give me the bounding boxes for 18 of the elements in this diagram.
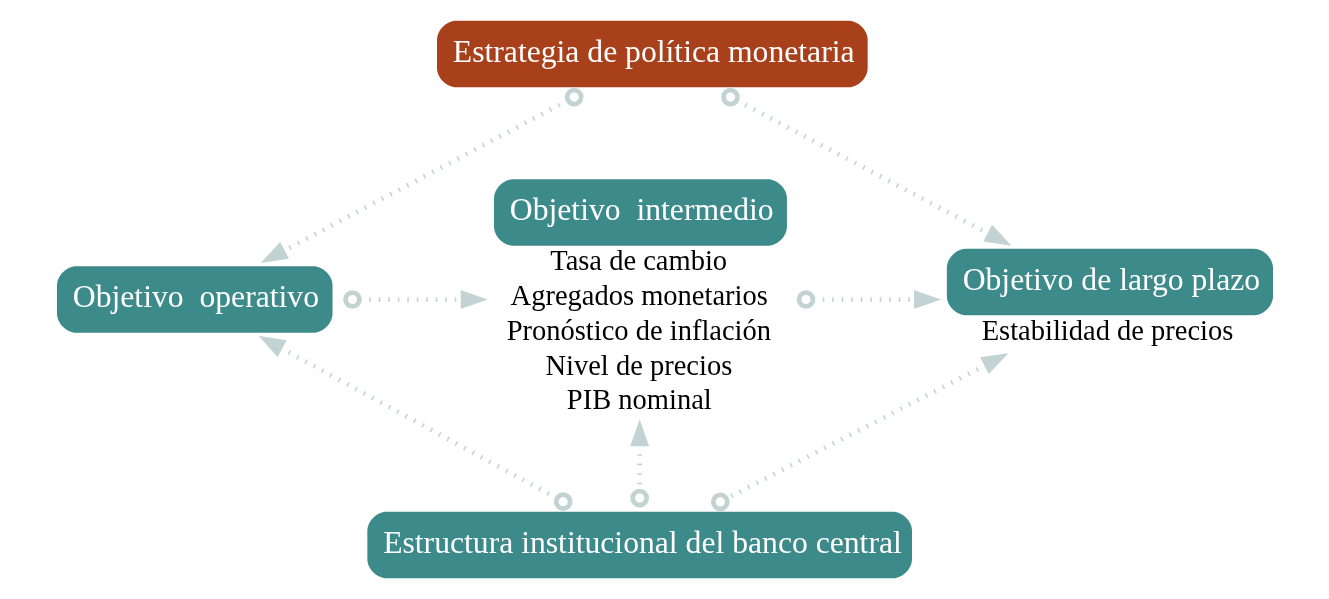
arrow [796, 290, 941, 309]
arrow [342, 290, 488, 309]
arrow [260, 87, 584, 263]
node-box: Objetivo intermedio [493, 179, 787, 246]
arrow [257, 335, 573, 512]
arrow [629, 419, 649, 508]
node-label: Estabilidad de precios [981, 314, 1233, 346]
node-label: PIB nominal [566, 384, 712, 416]
arrow [710, 353, 1008, 512]
node-box: Estrategia de política monetaria [436, 20, 868, 88]
node-box: Estructura institucional del banco central [366, 511, 912, 579]
node-label: Agregados monetarios [510, 279, 768, 311]
node-label: Nivel de precios [544, 349, 732, 381]
arrow [720, 87, 1012, 246]
node-box: Objetivo operativo [56, 266, 332, 333]
node-label: Pronóstico de inflación [506, 314, 771, 346]
node-label: Tasa de cambio [549, 245, 727, 277]
node-box: Objetivo de largo plazo [946, 248, 1273, 316]
